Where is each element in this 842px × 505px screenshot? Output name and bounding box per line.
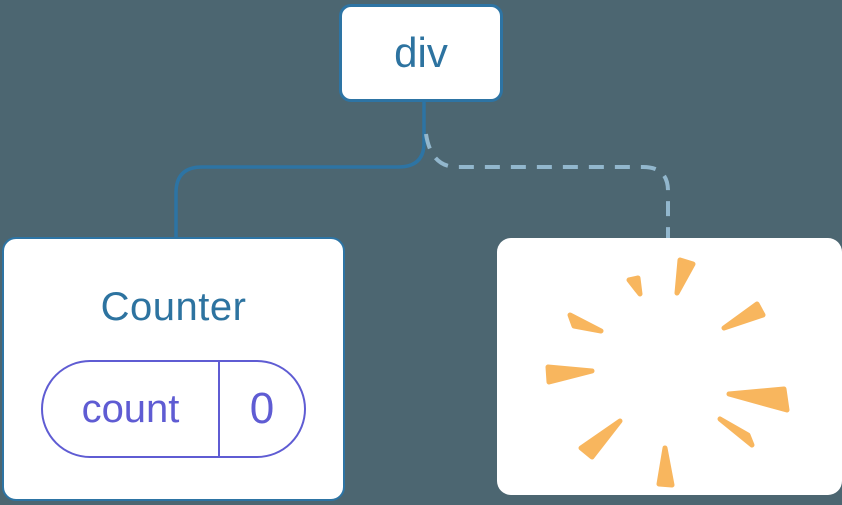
- poof-burst-icon: [545, 257, 790, 488]
- tree-node-removed: [497, 238, 842, 495]
- tree-node-div: div: [339, 4, 503, 102]
- counter-title: Counter: [100, 285, 247, 329]
- state-pill-key: count: [81, 386, 180, 431]
- div-node-label: div: [394, 29, 448, 76]
- state-pill: count 0: [41, 360, 306, 458]
- state-pill-value: 0: [218, 362, 304, 456]
- dashed-connector-line: [424, 133, 670, 240]
- solid-connector-line: [174, 99, 426, 241]
- tree-node-counter: Counter count 0: [2, 237, 345, 501]
